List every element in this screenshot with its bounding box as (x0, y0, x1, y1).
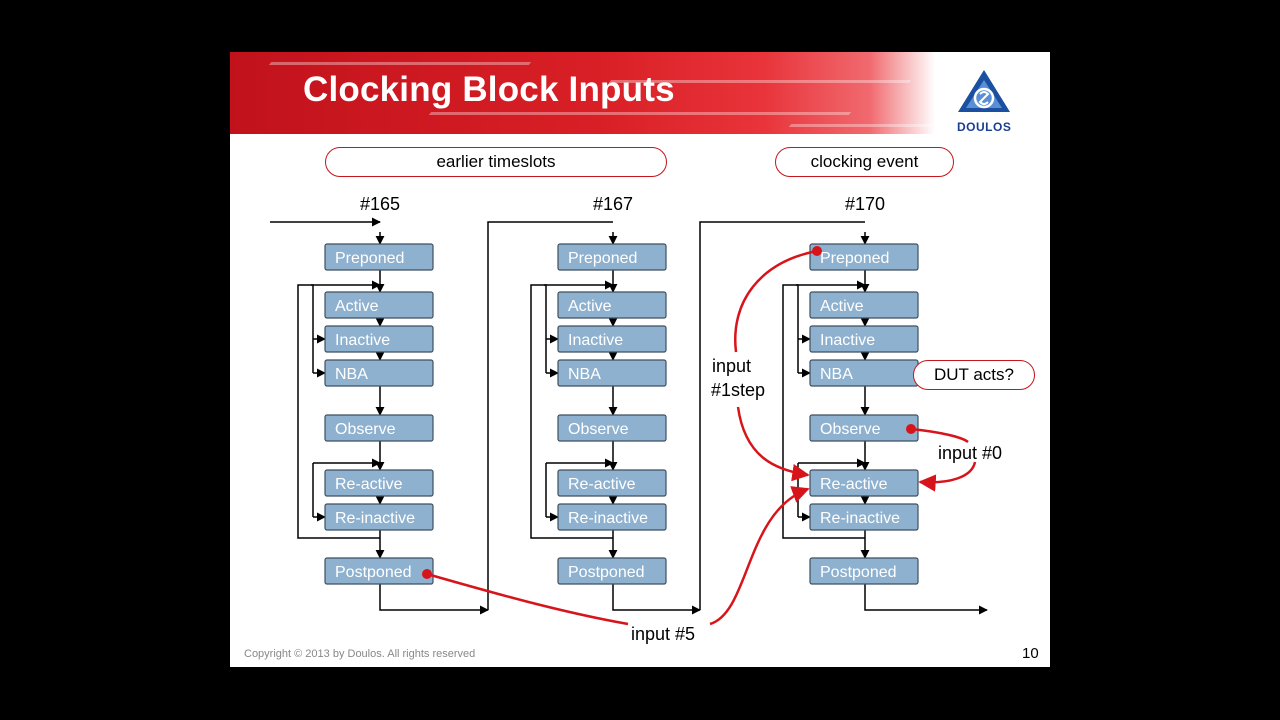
connector-167-170 (699, 221, 865, 610)
region-label-nba: NBA (335, 366, 368, 383)
input-1step-label-line2: #1step (711, 380, 766, 400)
timeslot-label-167: #167 (593, 194, 633, 214)
region-box-active (809, 291, 919, 319)
doulos-logo (958, 70, 1010, 112)
region-box-observe (324, 414, 434, 442)
flow-arrow-exit (864, 584, 988, 615)
slide-title: Clocking Block Inputs (303, 70, 675, 109)
region-label-re-inactive: Re-inactive (568, 510, 648, 527)
region-box-active (557, 291, 667, 319)
region-label-active: Active (568, 298, 612, 315)
slide: Clocking Block Inputs DOULOS earlier tim… (230, 52, 1050, 667)
input1step-path-in (734, 249, 818, 353)
page-number: 10 (1022, 645, 1039, 662)
region-label-nba: NBA (568, 366, 601, 383)
outer-loop-connector (544, 284, 547, 305)
region-box-inactive (324, 325, 434, 353)
region-box-postponed (324, 557, 434, 585)
region-box-re-inactive (324, 503, 434, 531)
region-box-re-active (324, 469, 434, 497)
region-box-preponed (809, 243, 919, 271)
logo-text: DOULOS (957, 120, 1012, 134)
region-label-re-inactive: Re-inactive (335, 510, 415, 527)
outer-loop-connector (796, 284, 799, 305)
region-label-inactive: Inactive (335, 332, 390, 349)
region-box-observe (557, 414, 667, 442)
region-box-inactive (557, 325, 667, 353)
region-label-preponed: Preponed (568, 250, 637, 267)
region-box-postponed (557, 557, 667, 585)
outer-loop-line (297, 284, 380, 539)
region-label-active: Active (820, 298, 864, 315)
outer-loop-connector (311, 284, 314, 305)
region-label-postponed: Postponed (335, 564, 412, 581)
region-box-preponed (324, 243, 434, 271)
input-5-label: input #5 (631, 624, 696, 644)
region-label-re-inactive: Re-inactive (820, 510, 900, 527)
region-label-postponed: Postponed (568, 564, 645, 581)
pill-clocking-event: clocking event (775, 147, 954, 177)
outer-loop-line (530, 284, 613, 539)
region-box-nba (324, 359, 434, 387)
timeslot-label-170: #170 (845, 194, 885, 214)
timeslot-label-165: #165 (360, 194, 400, 214)
region-label-active: Active (335, 298, 379, 315)
region-label-preponed: Preponed (335, 250, 404, 267)
pill-dut-acts: DUT acts? (913, 360, 1035, 390)
input-0-label: input #0 (938, 443, 1003, 463)
input0-arrow-to-reactive (918, 461, 977, 492)
region-box-observe (809, 414, 919, 442)
region-label-re-active: Re-active (820, 476, 888, 493)
region-label-observe: Observe (820, 421, 881, 438)
region-box-postponed (809, 557, 919, 585)
region-box-re-inactive (557, 503, 667, 531)
connector-165-167 (487, 221, 613, 610)
region-label-inactive: Inactive (568, 332, 623, 349)
region-box-preponed (557, 243, 667, 271)
region-label-observe: Observe (335, 421, 396, 438)
input5-arrow-to-reactive (709, 486, 810, 626)
region-label-preponed: Preponed (820, 250, 889, 267)
region-box-re-inactive (809, 503, 919, 531)
region-label-re-active: Re-active (335, 476, 403, 493)
input0-path-in (910, 427, 969, 444)
region-label-re-active: Re-active (568, 476, 636, 493)
input-1step-label-line1: input (712, 356, 752, 376)
region-label-nba: NBA (820, 366, 853, 383)
region-box-re-active (557, 469, 667, 497)
region-box-nba (557, 359, 667, 387)
region-label-postponed: Postponed (820, 564, 897, 581)
outer-loop-line (782, 284, 865, 539)
title-banner: Clocking Block Inputs (230, 52, 1050, 134)
copyright: Copyright © 2013 by Doulos. All rights r… (244, 648, 476, 660)
flow-arrow-167-to-170 (612, 584, 701, 615)
region-label-observe: Observe (568, 421, 629, 438)
region-box-inactive (809, 325, 919, 353)
region-box-active (324, 291, 434, 319)
flow-arrow-165-to-167 (379, 584, 489, 615)
input1step-arrow-to-reactive (736, 406, 810, 482)
input5-path-in (426, 572, 629, 626)
region-label-inactive: Inactive (820, 332, 875, 349)
region-box-re-active (809, 469, 919, 497)
pill-earlier-timeslots: earlier timeslots (325, 147, 667, 177)
